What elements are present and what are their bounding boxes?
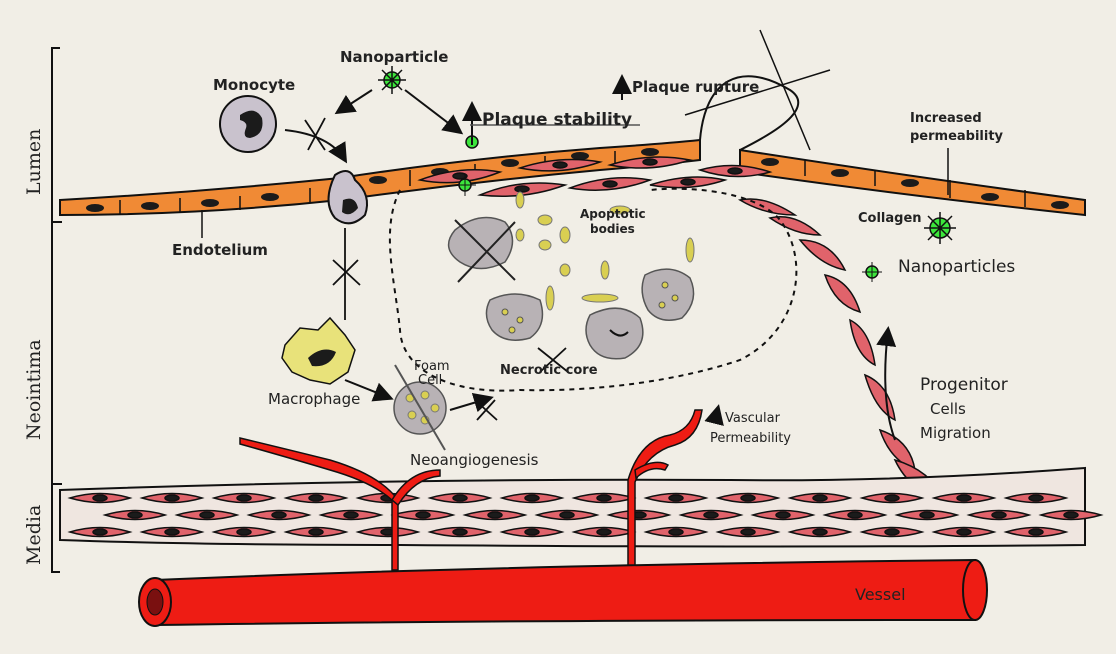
smooth-muscle-nucleus (560, 512, 574, 518)
smooth-muscle-nucleus (741, 529, 755, 535)
macrophage-label: Macrophage (268, 390, 360, 408)
smooth-muscle-nucleus (848, 512, 862, 518)
smooth-muscle-nucleus (1029, 529, 1043, 535)
smooth-muscle-nucleus (272, 512, 286, 518)
smooth-muscle-nucleus (920, 512, 934, 518)
smooth-muscle-nucleus (669, 529, 683, 535)
smooth-muscle-nucleus (597, 495, 611, 501)
smooth-muscle-nucleus (525, 529, 539, 535)
smooth-muscle-nucleus (165, 495, 179, 501)
nanoparticles-label: Nanoparticles (898, 257, 1015, 277)
smooth-muscle-nucleus (885, 529, 899, 535)
smooth-muscle-nucleus (453, 529, 467, 535)
smooth-muscle-nucleus (344, 512, 358, 518)
media-smooth-muscle (70, 494, 1101, 537)
media-label: Media (23, 505, 45, 565)
plaque-rupture-label: Plaque rupture (632, 78, 759, 96)
smooth-muscle-nucleus (525, 495, 539, 501)
smooth-muscle-nucleus (957, 529, 971, 535)
smooth-muscle-nucleus (237, 495, 251, 501)
smooth-muscle-nucleus (416, 512, 430, 518)
lumen-label: Lumen (23, 129, 45, 195)
smooth-muscle-nucleus (669, 495, 683, 501)
monocyte-cell (220, 96, 276, 152)
increased-permeability-label-line1: Increased (910, 111, 982, 126)
smooth-muscle-nucleus (885, 495, 899, 501)
smooth-muscle-nucleus (93, 529, 107, 535)
apoptotic-bodies-label-line1: Apoptotic (580, 207, 646, 221)
neoangiogenesis-label: Neoangiogenesis (410, 451, 539, 469)
vascular-permeability-label-line1: Vascular (725, 411, 781, 426)
smooth-muscle-nucleus (453, 495, 467, 501)
plaque-stability-label: Plaque stability (482, 110, 632, 130)
monocyte-label: Monocyte (213, 76, 295, 94)
nanoparticle-label: Nanoparticle (340, 48, 448, 66)
nanoparticle-collagen (924, 212, 956, 244)
increased-permeability-label-line2: permeability (910, 129, 1004, 144)
vessel-label: Vessel (855, 585, 906, 604)
necrotic-core-label: Necrotic core (500, 363, 598, 378)
endotelium-label: Endotelium (172, 241, 268, 259)
smooth-muscle-nucleus (200, 512, 214, 518)
progenitor-label-line1: Progenitor (920, 375, 1008, 395)
smooth-muscle-nucleus (93, 495, 107, 501)
collagen-label: Collagen (858, 211, 922, 226)
foam-cell-label-line2: Cell (418, 373, 442, 388)
smooth-muscle-nucleus (309, 529, 323, 535)
nanoparticle-top (378, 66, 406, 94)
smooth-muscle-nucleus (1064, 512, 1078, 518)
smooth-muscle-nucleus (237, 529, 251, 535)
smooth-muscle-nucleus (813, 495, 827, 501)
apoptotic-bodies-label-line2: bodies (590, 222, 635, 236)
smooth-muscle-nucleus (776, 512, 790, 518)
smooth-muscle-nucleus (309, 495, 323, 501)
smooth-muscle-nucleus (488, 512, 502, 518)
smooth-muscle-nucleus (813, 529, 827, 535)
progenitor-label-line2: Cells (930, 400, 966, 418)
progenitor-label-line3: Migration (920, 424, 991, 442)
smooth-muscle-nucleus (741, 495, 755, 501)
smooth-muscle-nucleus (1029, 495, 1043, 501)
smooth-muscle-nucleus (128, 512, 142, 518)
smooth-muscle-nucleus (704, 512, 718, 518)
vascular-permeability-label-line2: Permeability (710, 431, 791, 446)
smooth-muscle-nucleus (992, 512, 1006, 518)
smooth-muscle-nucleus (957, 495, 971, 501)
foam-cell-label-line1: Foam (414, 359, 450, 374)
smooth-muscle-nucleus (597, 529, 611, 535)
neointima-label: Neointima (23, 339, 45, 440)
smooth-muscle-nucleus (165, 529, 179, 535)
